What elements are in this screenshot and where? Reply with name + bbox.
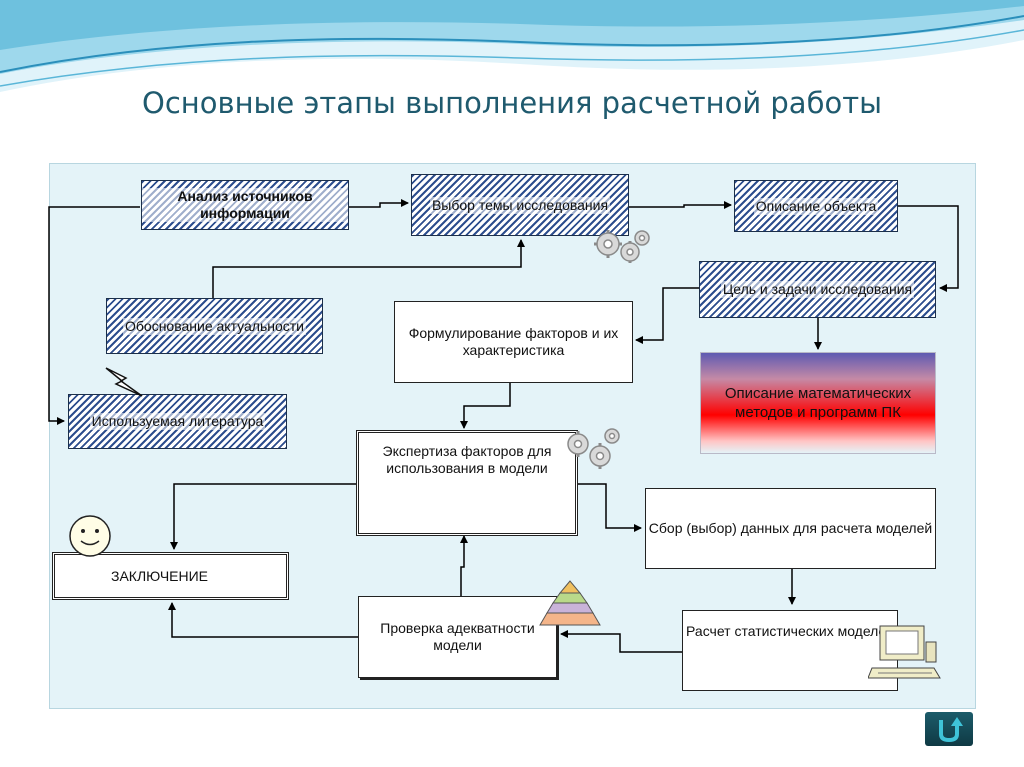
pyramid-icon	[539, 580, 601, 626]
computer-icon	[868, 625, 941, 679]
box-analysis-label: Анализ источников информации	[142, 188, 348, 222]
gears-icon	[567, 428, 620, 469]
box-object-description: Описание объекта	[734, 180, 898, 232]
box-statistical-calc-label: Расчет статистических моделей	[686, 623, 894, 639]
box-math-methods-label: Описание математических методов и програ…	[724, 385, 912, 421]
box-expertise-label: Экспертиза факторов для использования в …	[382, 443, 552, 476]
box-topic: Выбор темы исследования	[411, 174, 629, 236]
box-factors: Формулирование факторов и их характерист…	[394, 301, 633, 383]
return-button[interactable]	[925, 712, 973, 746]
box-conclusion: ЗАКЛЮЧЕНИЕ	[52, 552, 289, 600]
box-math-methods: Описание математических методов и програ…	[700, 352, 936, 454]
box-relevance-label: Обоснование актуальности	[123, 317, 306, 335]
slide-title: Основные этапы выполнения расчетной рабо…	[142, 86, 882, 120]
box-goals: Цель и задачи исследования	[699, 261, 936, 318]
box-conclusion-label: ЗАКЛЮЧЕНИЕ	[111, 567, 208, 584]
smiley-icon	[69, 515, 111, 557]
box-object-description-label: Описание объекта	[753, 197, 879, 215]
box-literature-label: Используемая литература	[89, 413, 266, 430]
box-topic-label: Выбор темы исследования	[429, 196, 611, 214]
box-data-collection-label: Сбор (выбор) данных для расчета моделей	[648, 520, 933, 536]
lightning-icon	[105, 367, 143, 397]
box-expertise: Экспертиза факторов для использования в …	[356, 430, 578, 536]
box-adequacy-label: Проверка адекватности модели	[380, 620, 535, 653]
box-literature: Используемая литература	[68, 394, 287, 449]
gears-icon	[594, 230, 650, 263]
box-statistical-calc: Расчет статистических моделей	[682, 610, 898, 691]
box-analysis: Анализ источников информации	[141, 180, 349, 230]
box-factors-label: Формулирование факторов и их характерист…	[408, 325, 619, 358]
return-icon	[939, 717, 963, 743]
box-data-collection: Сбор (выбор) данных для расчета моделей	[645, 488, 936, 569]
box-adequacy: Проверка адекватности модели	[358, 596, 557, 678]
box-relevance: Обоснование актуальности	[106, 298, 323, 354]
header-waves	[0, 0, 1024, 92]
box-goals-label: Цель и задачи исследования	[720, 281, 915, 298]
